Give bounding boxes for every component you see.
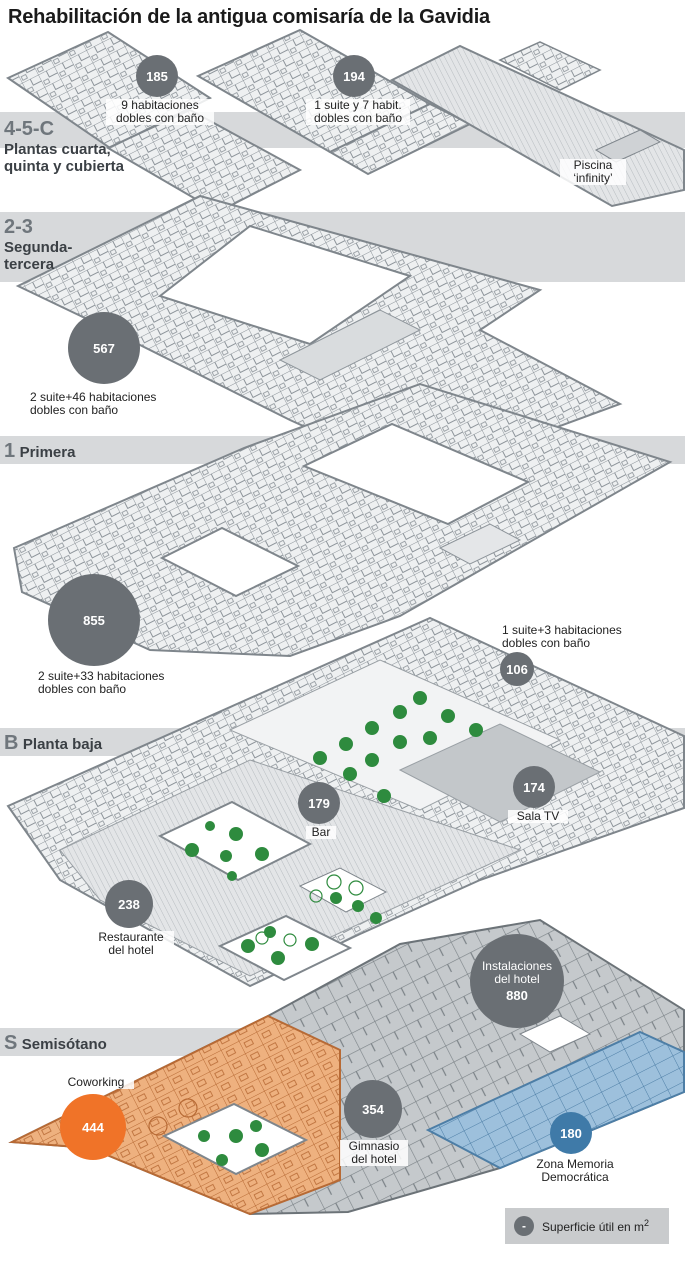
label-line: Zona Memoria: [536, 1157, 614, 1171]
area-label-174: Sala TV: [508, 810, 568, 823]
floor-desc-line: Segunda-: [4, 239, 73, 256]
floor-label-b: B Planta baja: [4, 732, 102, 755]
label-line: 9 habitaciones: [121, 98, 199, 112]
area-label-880-line: Instalaciones: [481, 958, 553, 973]
area-label-354: Gimnasio del hotel: [340, 1140, 408, 1166]
label-line: Gimnasio: [348, 1139, 400, 1153]
area-value: 185: [146, 68, 168, 84]
legend-bubble-icon: -: [514, 1216, 534, 1236]
area-bubble-354: 354: [344, 1080, 402, 1138]
area-label-855: 2 suite+33 habitaciones dobles con baño: [36, 670, 180, 696]
label-line: 1 suite+3 habitaciones: [502, 623, 622, 637]
area-bubble-880: Instalaciones del hotel 880: [470, 934, 564, 1028]
floor-name: Primera: [19, 444, 76, 461]
label-line: dobles con baño: [313, 111, 403, 125]
area-value: 174: [523, 779, 545, 795]
floor-desc-line: tercera: [4, 256, 55, 273]
legend: - Superficie útil en m2: [505, 1208, 669, 1244]
label-line: del hotel: [108, 943, 154, 957]
floor-code: 4-5-C: [4, 118, 55, 140]
label-line: Democrática: [541, 1170, 609, 1184]
label-line: dobles con baño: [38, 682, 127, 696]
label-line: dobles con baño: [30, 403, 119, 417]
floor-name: Planta baja: [22, 736, 103, 753]
area-label-444: Coworking: [58, 1076, 134, 1089]
legend-label: Superficie útil en m: [542, 1220, 645, 1234]
area-bubble-106: 106: [500, 652, 534, 686]
floor-label-s: S Semisótano: [4, 1032, 107, 1055]
area-bubble-444: 444: [60, 1094, 126, 1160]
area-bubble-194: 194: [333, 55, 375, 97]
area-label-194: 1 suite y 7 habit. dobles con baño: [306, 99, 410, 125]
floor-label-1: 1 Primera: [4, 440, 75, 463]
area-value: 194: [343, 68, 365, 84]
label-line: 1 suite y 7 habit.: [314, 98, 402, 112]
floor-name: Semisótano: [21, 1036, 107, 1053]
label-line: Piscina: [573, 158, 613, 172]
area-value: 880: [506, 987, 528, 1003]
label-line: ‘infinity’: [573, 171, 613, 185]
label-line: dobles con baño: [115, 111, 205, 125]
floor-label-2-3: 2-3 Segunda- tercera: [4, 216, 72, 273]
area-bubble-180: 180: [550, 1112, 592, 1154]
label-line: 2 suite+33 habitaciones: [38, 669, 165, 683]
area-value: 106: [506, 661, 528, 677]
pool-label: Piscina ‘infinity’: [560, 159, 626, 185]
area-bubble-567: 567: [68, 312, 140, 384]
label-line: Restaurante: [98, 930, 164, 944]
floor-desc-line: Plantas cuarta,: [4, 141, 111, 158]
area-bubble-174: 174: [513, 766, 555, 808]
label-line: del hotel: [351, 1152, 397, 1166]
area-bubble-185: 185: [136, 55, 178, 97]
area-value: 180: [560, 1125, 582, 1141]
area-bubble-855: 855: [48, 574, 140, 666]
floor-code: 2-3: [4, 216, 33, 238]
floor-code: B: [4, 732, 19, 754]
area-label-567: 2 suite+46 habitaciones dobles con baño: [28, 391, 172, 417]
area-bubble-179: 179: [298, 782, 340, 824]
legend-unit-exponent: 2: [644, 1218, 650, 1228]
area-label-179: Bar: [306, 826, 336, 839]
page-title: Rehabilitación de la antigua comisaría d…: [8, 6, 490, 28]
floor-desc-line: quinta y cubierta: [4, 158, 125, 175]
area-label-106: 1 suite+3 habitaciones dobles con baño: [500, 624, 644, 650]
label-line: Sala TV: [516, 809, 560, 823]
area-label-180: Zona Memoria Democrática: [528, 1158, 622, 1184]
area-value: 855: [83, 612, 105, 628]
area-value: 238: [118, 896, 140, 912]
area-label-880-line: del hotel: [494, 971, 540, 986]
floor-label-4-5-c: 4-5-C Plantas cuarta, quinta y cubierta: [4, 118, 124, 175]
area-value: 354: [362, 1101, 384, 1117]
legend-text: Superficie útil en m2: [542, 1218, 649, 1234]
label-line: dobles con baño: [502, 636, 591, 650]
area-label-185: 9 habitaciones dobles con baño: [106, 99, 214, 125]
area-label-238: Restaurante del hotel: [88, 931, 174, 957]
floor-code: 1: [4, 440, 16, 462]
label-line: Coworking: [67, 1075, 125, 1089]
floor-code: S: [4, 1032, 18, 1054]
area-value: 444: [82, 1119, 104, 1135]
area-value: 567: [93, 340, 115, 356]
label-line: Bar: [311, 825, 331, 839]
area-value: 179: [308, 795, 330, 811]
label-line: 2 suite+46 habitaciones: [30, 390, 157, 404]
area-bubble-238: 238: [105, 880, 153, 928]
